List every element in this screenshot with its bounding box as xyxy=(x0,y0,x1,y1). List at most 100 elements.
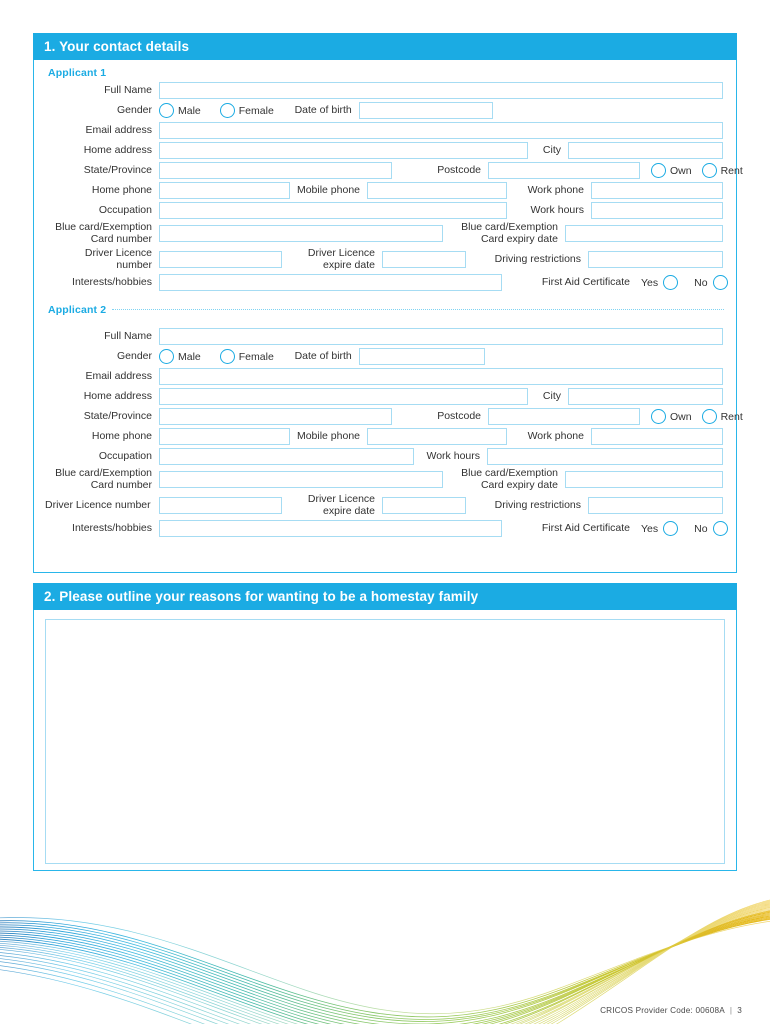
row-state-2: State/Province Postcode Own Rent xyxy=(34,408,743,425)
input-full-name-2[interactable] xyxy=(159,328,723,345)
input-postcode-1[interactable] xyxy=(488,162,640,179)
input-city-1[interactable] xyxy=(568,142,723,159)
input-mobile-phone-1[interactable] xyxy=(367,182,507,199)
label-driving-restrictions-2: Driving restrictions xyxy=(494,498,581,511)
label-work-phone-1: Work phone xyxy=(527,183,584,196)
label-blue-card-expiry-1: Blue card/Exemption Card expiry date xyxy=(461,221,558,245)
input-work-phone-1[interactable] xyxy=(591,182,723,199)
applicant-2-label: Applicant 2 xyxy=(48,304,107,316)
input-home-phone-1[interactable] xyxy=(159,182,290,199)
input-blue-card-number-1[interactable] xyxy=(159,225,443,242)
footer-separator: | xyxy=(729,1006,733,1015)
input-home-address-1[interactable] xyxy=(159,142,528,159)
label-full-name-2: Full Name xyxy=(104,329,152,342)
radio-first-aid-no-1[interactable] xyxy=(712,275,728,290)
input-home-phone-2[interactable] xyxy=(159,428,290,445)
textarea-reasons[interactable] xyxy=(45,619,725,864)
label-email-2: Email address xyxy=(85,369,152,382)
radio-female-1[interactable] xyxy=(219,103,235,118)
label-occupation-1: Occupation xyxy=(98,203,152,216)
label-mobile-phone-2: Mobile phone xyxy=(296,429,360,442)
input-work-phone-2[interactable] xyxy=(591,428,723,445)
footer-cricos: CRICOS Provider Code: 00608A|3 xyxy=(600,1006,742,1015)
label-first-aid-no-2: No xyxy=(694,522,708,535)
label-postcode-1: Postcode xyxy=(437,163,481,176)
label-postcode-2: Postcode xyxy=(437,409,481,422)
row-occupation-1: Occupation Work hours xyxy=(34,202,736,219)
label-blue-card-number-1: Blue card/Exemption Card number xyxy=(55,221,152,245)
label-male-2: Male xyxy=(178,350,201,363)
label-occupation-2: Occupation xyxy=(98,449,152,462)
input-email-2[interactable] xyxy=(159,368,723,385)
input-occupation-1[interactable] xyxy=(159,202,507,219)
row-full-name-2: Full Name xyxy=(34,328,736,345)
row-phones-1: Home phone Mobile phone Work phone xyxy=(34,182,736,199)
row-occupation-2: Occupation Work hours xyxy=(34,448,736,465)
label-driver-licence-expiry-1: Driver Licence expire date xyxy=(307,247,375,271)
radio-rent-2[interactable] xyxy=(701,409,717,424)
input-work-hours-2[interactable] xyxy=(487,448,723,465)
radio-own-2[interactable] xyxy=(651,409,666,424)
radio-male-2[interactable] xyxy=(159,349,174,364)
label-dob-1: Date of birth xyxy=(294,103,352,116)
row-full-name-1: Full Name xyxy=(34,82,736,99)
input-work-hours-1[interactable] xyxy=(591,202,723,219)
input-full-name-1[interactable] xyxy=(159,82,723,99)
input-interests-2[interactable] xyxy=(159,520,502,537)
label-home-phone-1: Home phone xyxy=(91,183,152,196)
radio-own-1[interactable] xyxy=(651,163,666,178)
input-driver-licence-number-2[interactable] xyxy=(159,497,282,514)
input-dob-2[interactable] xyxy=(358,348,485,365)
input-blue-card-number-2[interactable] xyxy=(159,471,443,488)
input-driving-restrictions-2[interactable] xyxy=(588,497,723,514)
label-female-2: Female xyxy=(238,350,274,363)
label-rent-2: Rent xyxy=(720,410,743,423)
page-number: 3 xyxy=(737,1006,742,1015)
input-blue-card-expiry-2[interactable] xyxy=(565,471,723,488)
label-own-2: Own xyxy=(670,410,692,423)
label-first-aid-no-1: No xyxy=(694,276,708,289)
row-blue-card-1: Blue card/Exemption Card number Blue car… xyxy=(34,221,736,245)
row-driver-licence-1: Driver Licence number Driver Licence exp… xyxy=(34,247,736,271)
label-driver-licence-number-2: Driver Licence number xyxy=(45,498,151,511)
input-driver-licence-expiry-2[interactable] xyxy=(382,497,466,514)
input-postcode-2[interactable] xyxy=(488,408,640,425)
row-home-address-1: Home address City xyxy=(34,142,736,159)
input-driving-restrictions-1[interactable] xyxy=(588,251,723,268)
input-city-2[interactable] xyxy=(568,388,723,405)
label-interests-1: Interests/hobbies xyxy=(72,275,152,288)
label-city-2: City xyxy=(542,389,561,402)
label-email-1: Email address xyxy=(85,123,152,136)
row-driver-licence-2: Driver Licence number Driver Licence exp… xyxy=(34,493,736,517)
row-gender-1: Gender Male Female Date of birth xyxy=(34,102,736,119)
radio-first-aid-yes-1[interactable] xyxy=(663,275,679,290)
input-mobile-phone-2[interactable] xyxy=(367,428,507,445)
label-home-phone-2: Home phone xyxy=(91,429,152,442)
radio-rent-1[interactable] xyxy=(701,163,717,178)
label-state-2: State/Province xyxy=(83,409,152,422)
radio-first-aid-yes-2[interactable] xyxy=(663,521,679,536)
input-home-address-2[interactable] xyxy=(159,388,528,405)
input-email-1[interactable] xyxy=(159,122,723,139)
label-driver-licence-number-1: Driver Licence number xyxy=(84,247,152,271)
row-home-address-2: Home address City xyxy=(34,388,736,405)
input-driver-licence-number-1[interactable] xyxy=(159,251,282,268)
radio-male-1[interactable] xyxy=(159,103,174,118)
section-1-title: 1. Your contact details xyxy=(33,33,737,60)
applicant-2-rule xyxy=(112,309,724,311)
section-2-title: 2. Please outline your reasons for wanti… xyxy=(33,583,737,610)
input-blue-card-expiry-1[interactable] xyxy=(565,225,723,242)
input-driver-licence-expiry-1[interactable] xyxy=(382,251,466,268)
radio-first-aid-no-2[interactable] xyxy=(712,521,728,536)
label-gender-1: Gender xyxy=(116,103,152,116)
row-state-1: State/Province Postcode Own Rent xyxy=(34,162,743,179)
input-occupation-2[interactable] xyxy=(159,448,414,465)
label-blue-card-expiry-2: Blue card/Exemption Card expiry date xyxy=(461,467,558,491)
label-female-1: Female xyxy=(238,104,274,117)
radio-female-2[interactable] xyxy=(219,349,235,364)
input-interests-1[interactable] xyxy=(159,274,502,291)
input-state-1[interactable] xyxy=(159,162,392,179)
input-dob-1[interactable] xyxy=(358,102,493,119)
input-state-2[interactable] xyxy=(159,408,392,425)
label-first-aid-1: First Aid Certificate xyxy=(541,275,630,288)
